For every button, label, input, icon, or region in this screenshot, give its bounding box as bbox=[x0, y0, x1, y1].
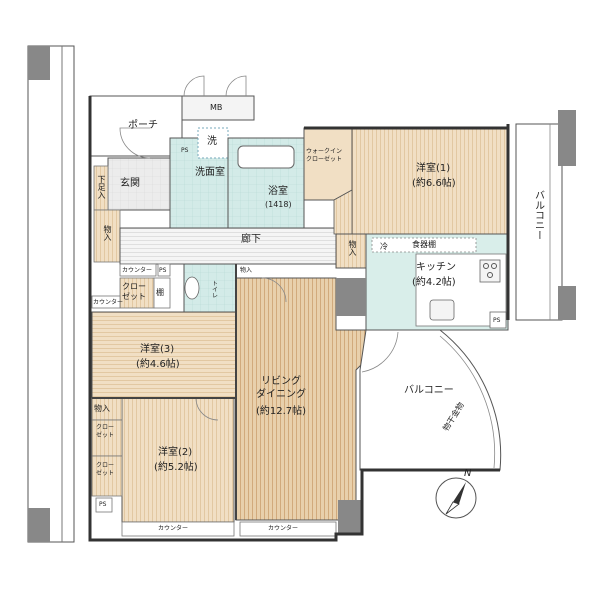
hallway-label: 廊下 bbox=[241, 234, 261, 245]
ps-bottom-box bbox=[95, 497, 113, 513]
western2-size-label: (約5.2帖) bbox=[154, 462, 198, 473]
cupboard-label: 食器棚 bbox=[412, 240, 436, 249]
western3-area bbox=[91, 311, 237, 399]
bath-label: 浴室 bbox=[268, 186, 288, 197]
left-column-bottom bbox=[28, 508, 50, 542]
outer-wall bbox=[88, 96, 510, 542]
ps-kitchen-box bbox=[489, 311, 507, 329]
balcony-column bbox=[338, 500, 362, 534]
ps-bottom-label: PS bbox=[99, 501, 107, 508]
counter-bottom-left-label: カウンター bbox=[158, 525, 189, 532]
closet-label: クロー ゼット bbox=[122, 282, 146, 301]
stove bbox=[479, 259, 501, 283]
curved-balcony bbox=[359, 329, 502, 471]
walkin-label: ウォークイン クローゼット bbox=[306, 148, 343, 163]
counter-bottom-left-box bbox=[121, 521, 235, 537]
living-label: リビング ダイニング bbox=[256, 376, 306, 400]
balcony-right-label: バルコニー bbox=[532, 190, 544, 240]
bathtub bbox=[237, 145, 295, 169]
ps-mid-label: PS bbox=[159, 267, 167, 274]
wash-label: 洗 bbox=[207, 136, 217, 147]
washroom-label: 洗面室 bbox=[195, 167, 225, 178]
shoebox-label: 下足入 bbox=[97, 175, 106, 199]
western1-label: 洋室(1) bbox=[416, 163, 451, 174]
closet-a-area bbox=[91, 419, 123, 457]
toilet-label: トイレ bbox=[210, 280, 218, 298]
cupboard-zone bbox=[371, 237, 477, 253]
walkin-closet-area bbox=[303, 127, 353, 201]
kitchen-label: キッチン bbox=[416, 262, 456, 273]
counter-small-box bbox=[91, 295, 121, 309]
fridge-label: 冷 bbox=[380, 242, 388, 251]
western1-size-label: (約6.6帖) bbox=[412, 178, 456, 189]
storage-mid-label: 物入 bbox=[348, 240, 357, 256]
bath-size-label: (1418) bbox=[265, 200, 292, 209]
storage-bottom-label: 物入 bbox=[94, 404, 110, 413]
storage-mid-area bbox=[335, 233, 367, 269]
left-column-top bbox=[28, 46, 50, 80]
closet-a-label: クロー ゼット bbox=[96, 424, 115, 439]
closet-b-area bbox=[91, 455, 123, 497]
right-column-bottom bbox=[558, 286, 576, 320]
closet-b-label: クロー ゼット bbox=[96, 462, 115, 477]
shelf-area bbox=[153, 277, 171, 309]
western3-label: 洋室(3) bbox=[140, 344, 175, 355]
porch-area bbox=[89, 95, 183, 157]
toilet-bowl bbox=[184, 276, 200, 300]
left-corridor bbox=[27, 45, 75, 543]
ps-top-label: PS bbox=[181, 147, 189, 154]
right-balcony bbox=[515, 123, 563, 321]
balcony-curve-label: バルコニー bbox=[404, 385, 454, 396]
ps-kitchen-label: PS bbox=[493, 317, 501, 324]
entrance-label: 玄関 bbox=[120, 178, 140, 189]
mb-label: MB bbox=[210, 103, 223, 112]
hallway-area bbox=[119, 227, 337, 265]
closet-small-area bbox=[119, 277, 155, 309]
counter-bottom-right-label: カウンター bbox=[268, 525, 299, 532]
western2-label: 洋室(2) bbox=[158, 447, 193, 458]
north-compass bbox=[435, 477, 477, 519]
counter-top-box bbox=[119, 263, 157, 277]
sink bbox=[429, 299, 455, 321]
storage-left-area bbox=[93, 209, 121, 263]
counter-top-label: カウンター bbox=[122, 267, 153, 274]
living-column bbox=[336, 278, 366, 316]
mb-area bbox=[181, 95, 255, 121]
storage-small-label: 物入 bbox=[240, 267, 253, 274]
western2-area bbox=[121, 397, 235, 523]
right-column-top bbox=[558, 110, 576, 166]
counter-bottom-right-box bbox=[239, 521, 337, 537]
western3-size-label: (約4.6帖) bbox=[136, 359, 180, 370]
entrance-area bbox=[107, 157, 171, 211]
shelf-label: 棚 bbox=[156, 288, 164, 297]
ps-mid-box bbox=[157, 263, 171, 277]
kitchen-size-label: (約4.2帖) bbox=[412, 277, 456, 288]
porch-label: ポーチ bbox=[128, 120, 158, 131]
north-label: N bbox=[464, 468, 472, 479]
storage-left-label: 物入 bbox=[103, 225, 112, 241]
living-size-label: (約12.7帖) bbox=[256, 406, 307, 417]
counter-small-label: カウンター bbox=[93, 299, 124, 306]
